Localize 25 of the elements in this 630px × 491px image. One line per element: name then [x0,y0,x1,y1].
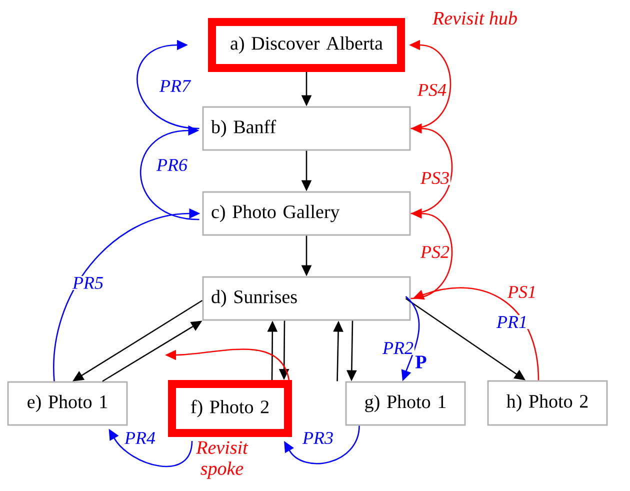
annotation: Revisit spoke [196,441,248,479]
arrow [140,125,200,220]
edge-label: PS2 [420,244,450,260]
edge-label: PR2 [382,341,414,355]
page-box: e) Photo 1 [7,381,128,426]
edge-label: PR1 [496,315,528,329]
page-box: b) Banff [202,106,411,151]
edge-label: PR3 [302,430,334,446]
hub-box: f) Photo 2 [168,380,292,437]
page-box: d) Sunrises [202,276,411,321]
edge-label: PS4 [416,82,448,98]
arrow [136,40,200,130]
edge-label: PR4 [124,431,156,445]
page-box: h) Photo 2 [487,380,608,426]
edge-label: PS1 [506,284,538,300]
edge-label: PR6 [156,158,188,172]
port-letter: P [416,356,426,368]
annotation: Revisit hub [432,11,517,25]
edge-label: PR7 [158,79,192,93]
edge-label: PR5 [72,276,104,290]
edge-label: PS3 [420,170,450,186]
page-box: c) Photo Gallery [202,191,411,236]
page-box: g) Photo 1 [345,381,466,426]
hub-box: a) Discover Alberta [208,18,405,72]
arrow [284,426,360,464]
